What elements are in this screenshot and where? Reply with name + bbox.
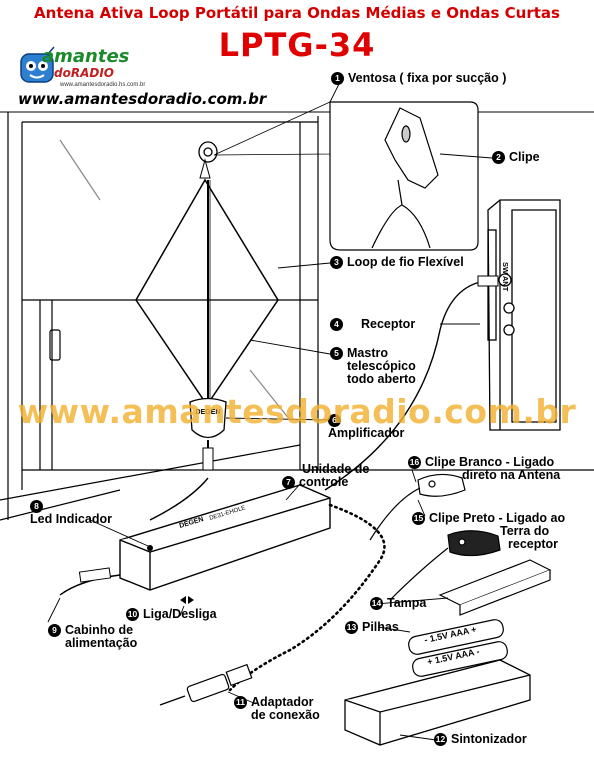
amplifier-body: [189, 397, 227, 439]
connection-adapter: [186, 663, 253, 703]
logo-radio-text: doRADIO: [54, 66, 114, 80]
black-clip: [447, 530, 501, 557]
hook: [199, 158, 211, 179]
radio-mascot-icon: [20, 46, 55, 83]
tuner-housing: [344, 659, 531, 746]
clip-inset: [329, 101, 479, 251]
receiver-cable: [324, 279, 499, 491]
amplifier-brand: DEGEN: [196, 409, 221, 416]
battery-lid: [438, 559, 552, 616]
logo-amantes-text: amantes: [42, 46, 130, 67]
dotted-cable: [228, 503, 386, 692]
model-name: LPTG-34: [218, 26, 376, 64]
led-indicator: [147, 545, 153, 551]
site-url[interactable]: www.amantesdoradio.com.br: [18, 90, 267, 108]
receiver-jack-label: SW ANT: [501, 262, 510, 292]
control-unit-body: [119, 484, 331, 591]
suction-cup: [198, 101, 331, 163]
site-logo: [14, 42, 144, 88]
batteries: [408, 619, 508, 677]
white-clip: [417, 473, 466, 497]
receiver-body: [487, 199, 561, 431]
power-cable: [59, 574, 121, 596]
logo-small-url: www.amantesdoradio.hs.com.br: [60, 82, 146, 88]
window-frame: [0, 111, 594, 521]
switch-arrows: [180, 596, 194, 604]
page-title: Antena Ativa Loop Portátil para Ondas Mé…: [34, 4, 560, 22]
